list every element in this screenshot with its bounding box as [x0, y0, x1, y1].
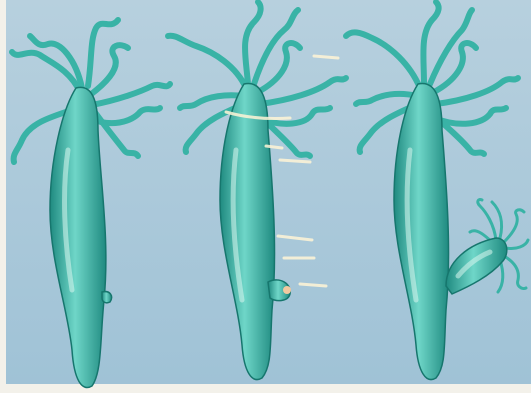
paper-edge-bottom	[0, 384, 531, 393]
paper-edge-left	[0, 0, 6, 393]
hydra-adult-foot-nub	[102, 292, 112, 303]
